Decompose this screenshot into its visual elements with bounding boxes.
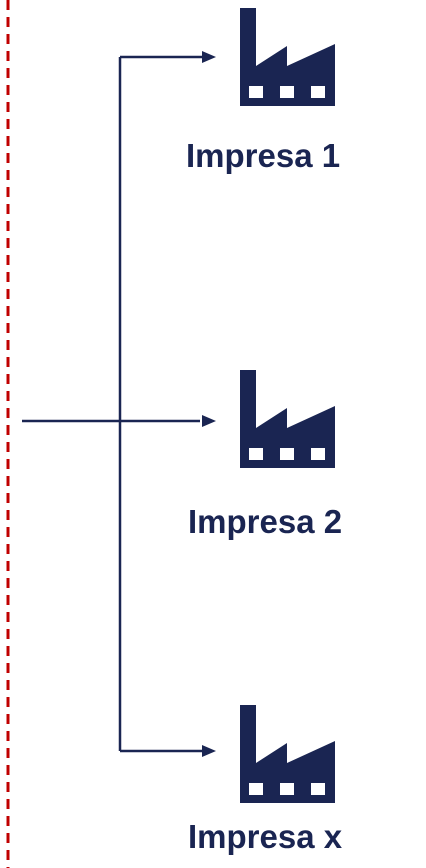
arrowhead-3: [202, 745, 216, 757]
factory-label-2: Impresa 2: [188, 503, 343, 540]
arrowhead-2: [202, 415, 216, 427]
factory-icon: [240, 705, 335, 803]
factory-label-3: Impresa x: [188, 818, 343, 855]
factory-label-1: Impresa 1: [186, 137, 341, 174]
factory-icon: [240, 370, 335, 468]
arrowhead-1: [202, 51, 216, 63]
factory-icon: [240, 8, 335, 106]
